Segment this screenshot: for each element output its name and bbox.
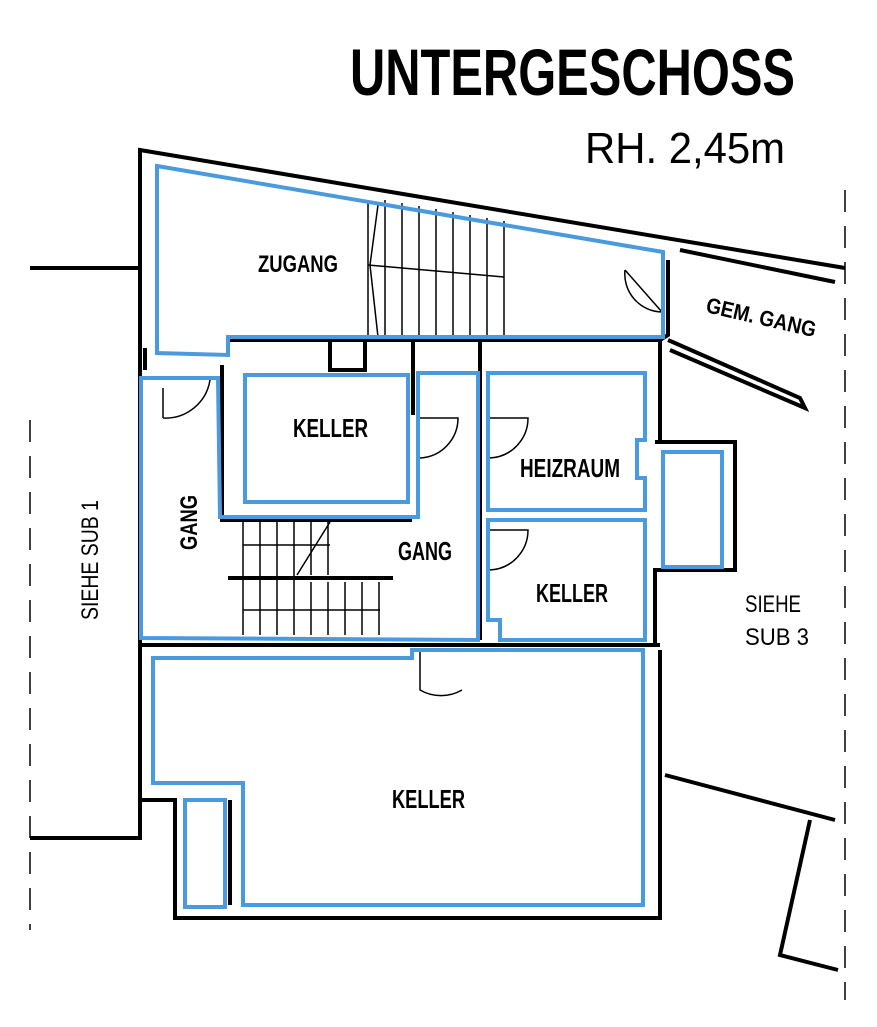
room-heizraum[interactable]: [486, 371, 647, 512]
label-gang-left: GANG: [176, 495, 203, 550]
label-gem-gang: GEM. GANG: [704, 293, 819, 343]
label-heizraum: HEIZRAUM: [520, 453, 620, 483]
ref-siehe-sub-1: SIEHE SUB 1: [77, 500, 104, 620]
room-keller-1[interactable]: [243, 373, 410, 504]
label-gang-center: GANG: [398, 536, 452, 566]
plan-title: UNTERGESCHOSS: [350, 35, 795, 109]
label-keller-2: KELLER: [536, 578, 608, 608]
room-small-bottom-left[interactable]: [183, 798, 227, 909]
room-zugang[interactable]: [155, 163, 665, 358]
doors: [162, 269, 664, 697]
label-zugang: ZUGANG: [258, 251, 338, 278]
stairs-lower: [242, 521, 380, 635]
label-keller-1: KELLER: [293, 413, 368, 443]
label-keller-3: KELLER: [392, 784, 465, 814]
room-keller-2[interactable]: [486, 518, 647, 642]
ref-sub-3: SUB 3: [745, 624, 809, 651]
room-keller-3[interactable]: [151, 648, 645, 907]
room-gang[interactable]: [139, 371, 480, 643]
stairs-upper: [367, 200, 505, 338]
ref-siehe: SIEHE: [745, 591, 801, 618]
room-height: RH. 2,45m: [585, 124, 785, 173]
room-small-right[interactable]: [661, 450, 724, 569]
